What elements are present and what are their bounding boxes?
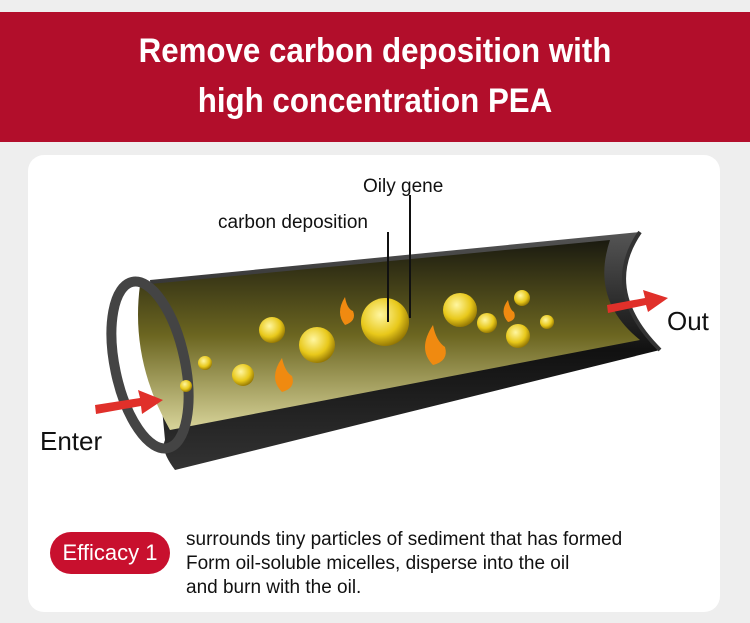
out-label: Out	[667, 306, 709, 336]
oily-gene-label: Oily gene	[363, 176, 444, 197]
pipe	[106, 230, 662, 470]
efficacy-description: surrounds tiny particles of sediment tha…	[186, 528, 622, 600]
title-line-1: Remove carbon deposition with	[138, 32, 612, 70]
enter-label: Enter	[40, 426, 103, 456]
leader-lines	[387, 195, 411, 322]
description-line: Form oil-soluble micelles, disperse into…	[186, 553, 570, 574]
description-line: and burn with the oil.	[186, 577, 362, 598]
carbon-deposition-label: carbon deposition	[218, 212, 368, 233]
bubbles	[180, 290, 554, 392]
title-line-2: high concentration PEA	[197, 82, 553, 120]
flame-icons	[275, 297, 515, 392]
enter-arrow-icon	[95, 390, 163, 414]
out-arrow-icon	[607, 290, 668, 313]
description-line: surrounds tiny particles of sediment tha…	[186, 529, 623, 550]
title-banner: Remove carbon deposition with high conce…	[0, 12, 750, 142]
efficacy-badge: Efficacy 1	[50, 532, 170, 574]
